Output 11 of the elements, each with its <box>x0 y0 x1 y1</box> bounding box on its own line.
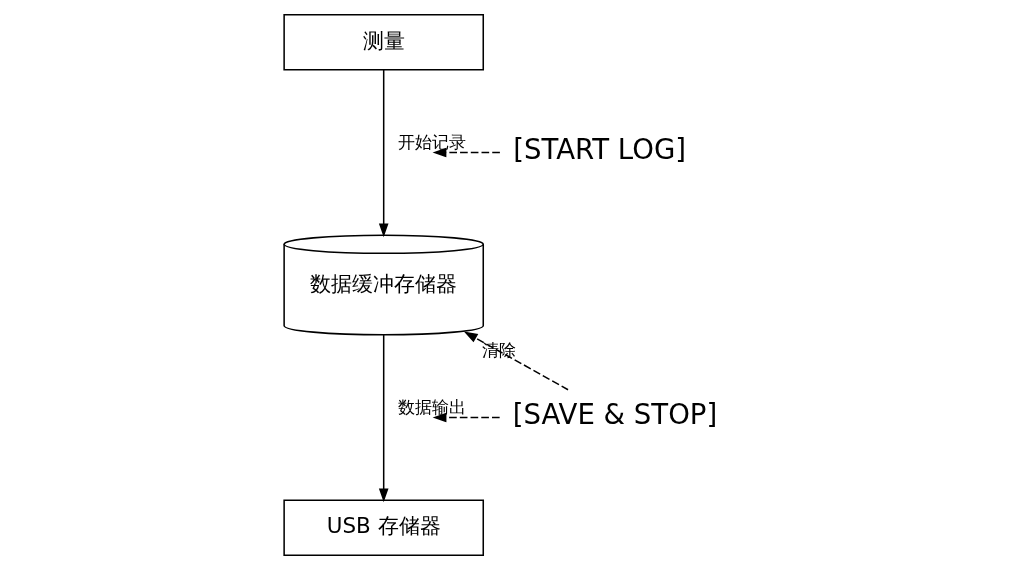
edge-label: 数据输出 <box>397 396 466 417</box>
arrow <box>432 147 501 158</box>
edge-label: 清除 <box>481 340 516 361</box>
node-text: [START LOG] <box>512 133 686 167</box>
arrow <box>378 334 389 503</box>
node-box: 测量 <box>282 13 484 71</box>
arrow <box>378 69 389 238</box>
arrow <box>463 331 569 391</box>
node-text: [SAVE & STOP] <box>512 398 717 432</box>
edge-label: 开始记录 <box>397 131 466 152</box>
node-box: USB 存储器 <box>282 499 484 557</box>
